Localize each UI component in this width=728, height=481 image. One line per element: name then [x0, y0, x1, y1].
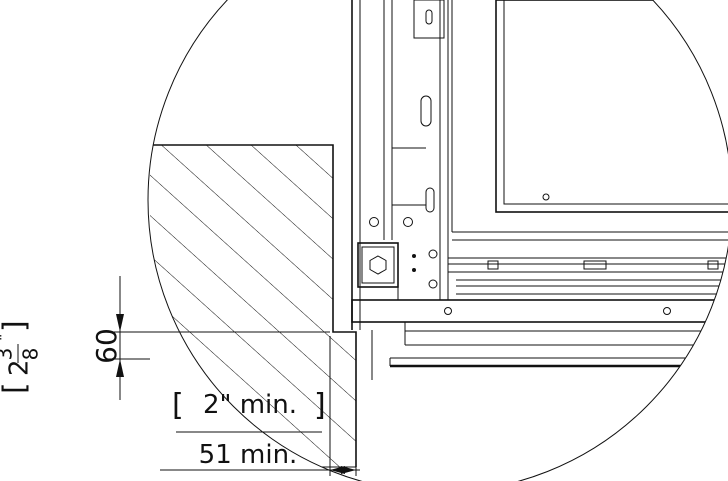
- svg-text:": ": [0, 334, 13, 341]
- dimension-60-label: 60: [90, 328, 123, 364]
- dimension-imperial-horizontal: 2" min.: [203, 390, 297, 420]
- wall-section: [150, 144, 357, 468]
- svg-text:3: 3: [0, 348, 17, 361]
- dimension-bracket-left: [: [172, 388, 184, 423]
- detail-circle: [147, 0, 728, 481]
- svg-text:[: [: [0, 382, 33, 394]
- svg-text:8: 8: [19, 348, 43, 361]
- horizontal-dimension: [160, 336, 360, 476]
- appliance-frame: [351, 0, 728, 380]
- dimension-bracket-right: ]: [314, 388, 326, 423]
- vertical-dimension: [108, 276, 330, 400]
- dimension-imperial-vertical: [ 2 3 8 " ]: [0, 320, 43, 394]
- svg-text:2: 2: [5, 359, 35, 376]
- dimension-51-label: 51 min.: [199, 440, 298, 470]
- svg-text:]: ]: [0, 320, 33, 332]
